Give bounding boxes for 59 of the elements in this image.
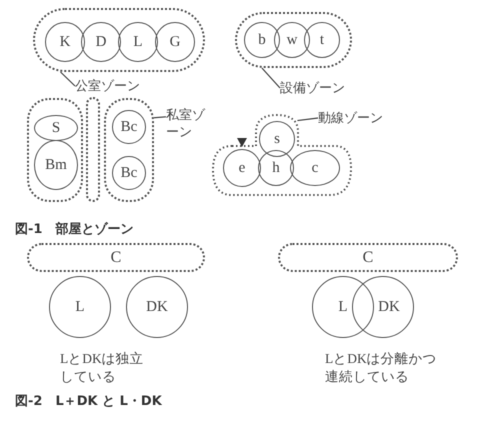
zone-outline	[278, 243, 458, 272]
zone-label: 設備ゾーン	[280, 79, 375, 97]
room-letter: K	[60, 34, 70, 50]
room-letter: c	[312, 160, 318, 176]
room-letter: e	[238, 160, 246, 176]
room-circle	[112, 110, 146, 144]
room-letter: DK	[146, 298, 168, 316]
room-circle	[34, 115, 78, 141]
figure-caption: 図-1 部屋とゾーン	[15, 221, 134, 239]
room-letter: t	[320, 32, 324, 48]
room-letter: h	[272, 160, 280, 176]
description-text: LとDKは分離かつ連続している	[325, 350, 437, 386]
room-circle	[223, 149, 261, 187]
room-letter: Bc	[120, 164, 138, 182]
room-circle	[352, 276, 414, 338]
zone-letter: C	[362, 248, 374, 266]
room-circle	[81, 22, 121, 62]
room-circle	[274, 22, 310, 58]
room-circle	[34, 140, 78, 190]
room-letter: S	[52, 120, 60, 136]
room-letter: s	[274, 130, 280, 148]
room-circle	[45, 22, 85, 62]
room-letter: L	[75, 298, 85, 316]
zone-label: 公室ゾーン	[75, 77, 170, 95]
figure-caption: 図-2 L＋DK と L・DK	[15, 393, 162, 411]
zone-outline	[27, 243, 205, 272]
room-letter: D	[96, 34, 106, 50]
zone-outline	[27, 98, 83, 202]
leader-line	[60, 72, 76, 86]
zone-letter: C	[110, 248, 122, 266]
room-circle	[118, 22, 158, 62]
room-letter: L	[338, 298, 348, 316]
leader-line	[154, 116, 166, 118]
zone-label: 動線ゾーン	[318, 109, 393, 127]
room-circle	[259, 121, 295, 157]
room-letter: b	[258, 32, 266, 48]
room-circle	[304, 22, 340, 58]
room-circle	[49, 276, 111, 338]
zone-outline	[33, 8, 205, 72]
room-circle	[155, 22, 195, 62]
zone-outline	[235, 12, 352, 68]
room-letter: Bc	[120, 118, 138, 136]
room-letter: G	[170, 34, 180, 50]
zone-outline	[86, 97, 100, 202]
room-circle	[126, 276, 188, 338]
room-circle	[244, 22, 280, 58]
room-circle	[258, 150, 294, 186]
leader-line	[261, 68, 280, 88]
room-letter: Bm	[45, 156, 67, 174]
leader-line	[297, 117, 318, 122]
room-circle	[312, 276, 374, 338]
room-letter: w	[286, 32, 298, 48]
description-text: LとDKは独立している	[60, 350, 145, 386]
room-circle	[290, 150, 340, 186]
room-letter: L	[133, 34, 143, 50]
room-letter: DK	[378, 298, 400, 316]
room-circle	[112, 156, 146, 190]
zone-outline	[104, 98, 154, 202]
zone-label: 私室ゾーン	[166, 106, 210, 142]
